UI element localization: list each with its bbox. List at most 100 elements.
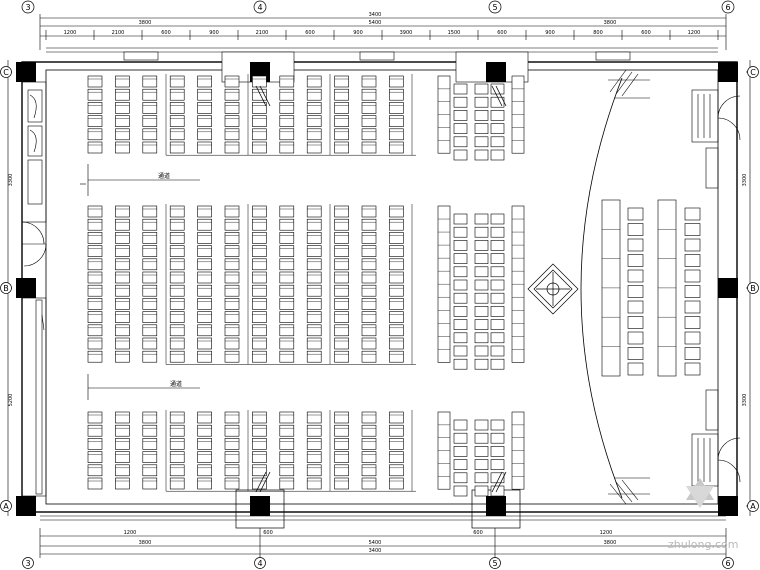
top-segment-dimension: 2100 [112, 30, 125, 36]
seat [361, 438, 377, 450]
seat [361, 464, 377, 477]
stage-seat [627, 254, 644, 267]
seat [169, 451, 185, 463]
seat [474, 358, 489, 370]
seat [169, 232, 185, 244]
svg-text:3: 3 [25, 3, 30, 12]
seat [361, 350, 377, 363]
seat [389, 115, 404, 127]
seat [334, 218, 349, 231]
zhulong-logo-watermark [686, 478, 714, 508]
seat [197, 245, 212, 257]
seat [197, 350, 212, 363]
seat [279, 115, 295, 127]
seat [389, 218, 404, 231]
seat [252, 350, 267, 363]
top-segment-dimension: 900 [353, 30, 363, 36]
seat [252, 298, 267, 310]
seat [334, 451, 349, 463]
seat [87, 284, 103, 297]
seat [197, 271, 212, 284]
seat [142, 232, 158, 244]
stage-seat [627, 285, 644, 298]
seat [169, 464, 185, 477]
seat [361, 258, 377, 271]
seat [453, 446, 468, 457]
top-segment-dimension: 1500 [448, 30, 461, 36]
seat [87, 311, 103, 323]
seat [474, 149, 489, 161]
seat [389, 424, 404, 437]
seat [490, 472, 505, 484]
top-segment-dimension: 600 [497, 30, 507, 36]
seat [142, 451, 158, 463]
seat [474, 253, 489, 264]
seat [334, 350, 349, 363]
grid-bubble-left-A: A [0, 500, 12, 512]
column-rails [255, 85, 507, 493]
seat [306, 284, 322, 297]
stage-seat [627, 362, 644, 376]
seat [279, 477, 295, 490]
stage-center-emblem [527, 263, 579, 315]
seat [279, 464, 295, 477]
svg-text:A: A [3, 502, 9, 511]
seat [361, 102, 377, 114]
seat [453, 306, 468, 317]
seat [87, 337, 103, 350]
stage-seat [684, 223, 701, 236]
top-segment-dimension: 900 [209, 30, 219, 36]
left-corridor [21, 81, 47, 497]
seat [389, 128, 404, 141]
seat [169, 324, 185, 337]
seat [87, 464, 103, 477]
seat [389, 411, 404, 424]
seat [361, 324, 377, 337]
seat [306, 350, 322, 363]
seat [87, 232, 103, 244]
seat [279, 75, 295, 88]
seat [453, 213, 468, 225]
seat [252, 424, 267, 437]
seat [453, 279, 468, 291]
top-dimension-chain [39, 14, 727, 50]
seat [389, 324, 404, 337]
seat [142, 75, 158, 88]
top-dimension-ticks [45, 30, 719, 40]
seat [334, 75, 349, 88]
seat [142, 324, 158, 337]
seat [453, 485, 468, 497]
seat [334, 232, 349, 244]
seat [87, 298, 103, 310]
seat [115, 218, 130, 231]
seat [197, 88, 212, 101]
top-segment-dimension: 600 [305, 30, 315, 36]
seat [169, 75, 185, 88]
grid-bubble-right-B: B [747, 282, 759, 294]
stage-seat [627, 300, 644, 314]
seat [224, 311, 240, 323]
seat [142, 102, 158, 114]
seat [389, 88, 404, 101]
seat [142, 477, 158, 490]
seat [169, 271, 185, 284]
svg-text:C: C [750, 68, 756, 77]
seat [115, 232, 130, 244]
seat [279, 424, 295, 437]
seat [389, 102, 404, 114]
seat [224, 205, 240, 218]
seat [115, 311, 130, 323]
seat [389, 205, 404, 218]
seat [453, 253, 468, 264]
seat [453, 110, 468, 121]
seat [115, 245, 130, 257]
seat [453, 472, 468, 484]
right-exit-bottom [691, 389, 741, 487]
seat [197, 464, 212, 477]
svg-text:6: 6 [725, 559, 730, 568]
grid-bubble-bottom-3: 3 [22, 557, 34, 569]
seat [334, 324, 349, 337]
seat [169, 477, 185, 490]
seat [453, 358, 468, 370]
seat [197, 218, 212, 231]
